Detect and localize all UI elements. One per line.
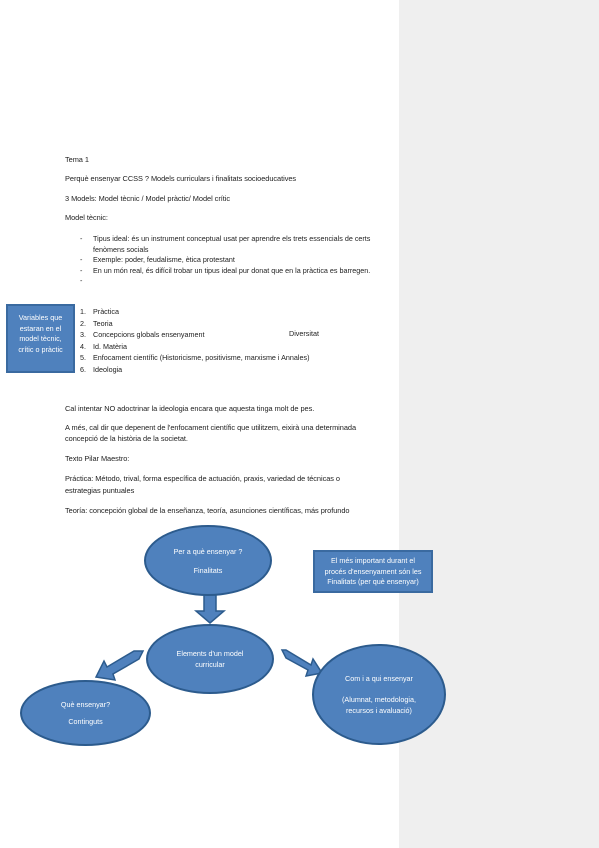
finalitats-ellipse: Per a què ensenyar ? Finalitats [144, 525, 272, 596]
paragraph-1: Cal intentar NO adoctrinar la ideologia … [65, 404, 315, 413]
curriculum-elements-ellipse: Elements d'un model curricular [146, 624, 274, 694]
model-tecnic-heading: Model tècnic: [65, 213, 108, 222]
list-item: 6.Ideologia [80, 364, 123, 374]
list-item: 1.Pràctica [80, 307, 119, 316]
finalitats-note-box: El més important durant el procés d'ense… [313, 550, 433, 593]
com-i-a-qui-ellipse: Com i a qui ensenyar (Alumnat, metodolog… [312, 644, 446, 745]
document-title: Perquè ensenyar CCSS ? Models curricular… [65, 174, 297, 183]
numbered-list: 1.Pràctica 2.Teoria 3.Concepcions global… [80, 306, 310, 376]
topic-label: Tema 1 [65, 155, 89, 164]
practica-line-1: Práctica: Método, trival, forma específi… [65, 474, 340, 483]
list-item: -Tipus ideal: és un instrument conceptua… [80, 234, 371, 254]
bullet-list: -Tipus ideal: és un instrument conceptua… [80, 234, 395, 285]
teoria-line: Teoría: concepción global de la enseñanz… [65, 506, 350, 515]
practica-line-2: estrategias puntuales [65, 486, 135, 495]
models-line: 3 Models: Model tècnic / Model pràctic/ … [65, 194, 230, 203]
list-item: -Exemple: poder, feudalisme, ètica prote… [80, 255, 235, 265]
left-arrow [94, 650, 145, 681]
texto-pilar-heading: Texto Pilar Maestro: [65, 454, 130, 463]
side-note-box: Variables que estaran en el model tècnic… [6, 304, 75, 373]
diversitat-label: Diversitat [289, 329, 319, 338]
list-item: 4.Id. Matèria [80, 341, 127, 351]
paragraph-2-line-2: concepció de la història de la societat. [65, 434, 188, 443]
paragraph-2-line-1: A més, cal dir que depenent de l'enfocam… [65, 423, 357, 432]
list-item: -En un món real, és difícil trobar un ti… [80, 265, 371, 275]
right-arrow [280, 649, 324, 677]
list-item: 3.Concepcions globals ensenyament [80, 330, 205, 340]
list-item: 5.Enfocament científic (Historicisme, po… [80, 353, 310, 363]
list-item: 2.Teoria [80, 318, 113, 328]
continguts-ellipse: Què ensenyar? Continguts [20, 680, 151, 746]
